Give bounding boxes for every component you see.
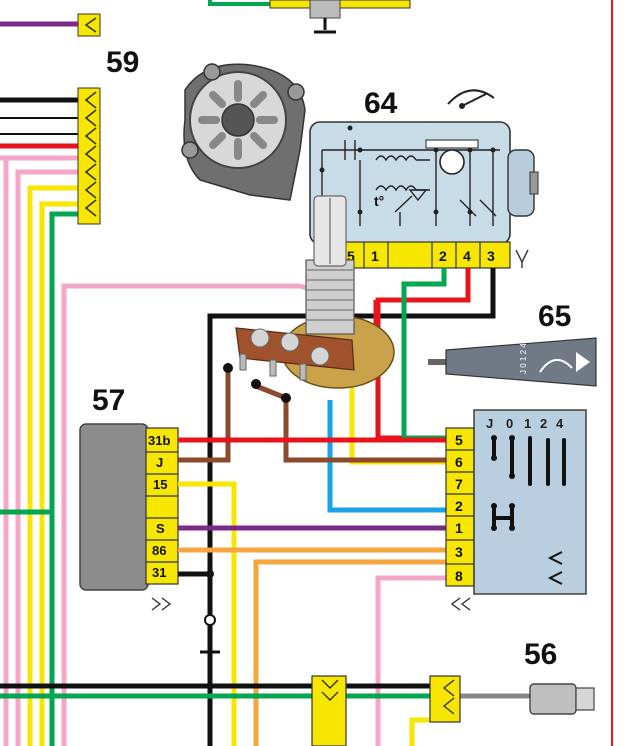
component-label-56: 56 [524,638,557,671]
relay-pin-label: S [156,521,165,536]
component-label-59: 59 [106,46,139,79]
switch-pin-label: 5 [455,432,463,448]
component-label-57: 57 [92,384,125,417]
relay-pin-label: 31 [152,565,166,580]
component-label-64: 64 [364,87,398,120]
ground-node [200,570,220,654]
switch-position-label: J [486,416,493,431]
component-label-65: 65 [538,300,571,333]
relay-pin-label: 15 [153,477,167,492]
top-partial-component [208,0,411,34]
switch-position-label: 2 [540,416,547,431]
stalk-arrow-icon [576,352,590,372]
solder-points [223,363,291,403]
switch-65-body: J 0 1 2 4 [473,409,587,595]
switch-position-label: 1 [524,416,531,431]
washer-sensor-56 [529,683,595,715]
left-wire-bundle [0,21,78,746]
motor-pin-label: 2 [439,248,447,264]
switch-pin-label: 1 [455,520,463,536]
switch-65-connector: 5 6 7 2 1 3 8 [445,427,475,611]
motor-pin-label: 4 [463,248,471,264]
potentiometer-image [235,195,395,389]
connector-bottom-left [311,675,347,746]
motor-pin-label: 3 [487,248,495,264]
motor-pin-label: 1 [371,248,379,264]
switch-pin-label: 7 [455,476,463,492]
stalk-positions-text: J 0 1 2 4 [519,343,528,374]
connector-arrow-icon [515,249,529,268]
connector-arrow-icon [450,597,471,611]
switch-pin-label: 6 [455,454,463,470]
switch-position-label: 0 [506,416,513,431]
switch-position-label: 4 [556,416,564,431]
motor-pin-label: 5 [347,248,355,264]
bottom-wires [0,683,530,746]
stalk-wiper-icon [539,359,573,373]
switch-pin-label: 8 [455,568,463,584]
relay-pin-label: 86 [152,543,166,558]
switch-pin-label: 2 [455,498,463,514]
wiper-stalk-65: J 0 1 2 4 [428,337,597,387]
relay-pin-label: 31b [148,433,170,448]
connector-bottom-right [429,675,461,723]
potentiometer-wires [175,367,449,463]
windshield-wiper-icon [447,89,495,109]
switch-pin-label: 3 [455,544,463,560]
wiper-motor-64: t° 5 1 2 4 3 [181,63,539,269]
connector-arrow-icon [151,597,172,611]
relay-module-57: 31b J 15 S 86 31 [79,423,179,611]
thermal-protector-mark: t° [374,193,384,209]
connector-59 [77,13,101,225]
relay-pin-label: J [156,455,163,470]
